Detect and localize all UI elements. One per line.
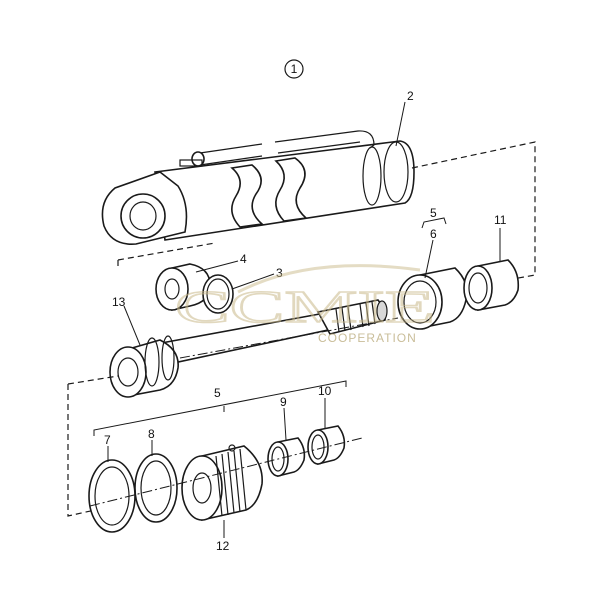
callout-5-upper: 5 (430, 206, 437, 220)
callout-3: 3 (276, 266, 283, 280)
end-bushing (463, 259, 520, 311)
center-axis (179, 317, 399, 359)
callout-9: 9 (280, 395, 287, 409)
callout-13: 13 (112, 295, 126, 309)
callout-2: 2 (407, 89, 414, 103)
watermark-subtext: COOPERATION (318, 331, 417, 345)
callout-10: 10 (318, 384, 332, 398)
callouts: 2 3 4 5 6 11 13 5 7 8 9 10 12 (104, 89, 507, 553)
assembly-outline-upper (117, 141, 536, 286)
piston-rod (109, 299, 388, 398)
seal-10 (307, 425, 346, 466)
view-marker-label: 1 (291, 62, 298, 76)
callout-8: 8 (148, 427, 155, 441)
callout-4: 4 (240, 252, 247, 266)
watermark-logo: CCMIE COOPERATION (174, 264, 436, 345)
piston (181, 444, 263, 522)
backup-ring-8 (134, 453, 178, 523)
group-bracket-lower (93, 380, 347, 436)
watermark-text: CCMIE (175, 281, 435, 332)
callout-5-lower: 5 (214, 386, 221, 400)
wear-ring-9 (267, 437, 306, 478)
assembly-outline-lower (67, 375, 119, 517)
cylinder-tube (101, 130, 415, 245)
callout-7: 7 (104, 433, 111, 447)
view-marker: 1 (284, 59, 304, 79)
gland-ring (397, 267, 468, 330)
callout-12: 12 (216, 539, 230, 553)
snap-ring (202, 274, 234, 314)
callout-11: 11 (494, 213, 507, 227)
callout-6: 6 (430, 227, 437, 241)
lower-axis (89, 437, 363, 507)
